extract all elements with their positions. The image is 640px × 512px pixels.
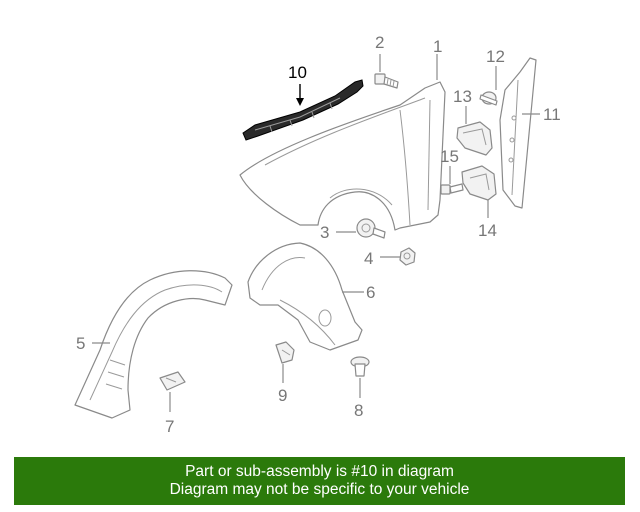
bracket-part-13[interactable]	[456, 121, 493, 156]
callout-8: 8	[354, 401, 363, 420]
banner-line-disclaimer: Diagram may not be specific to your vehi…	[169, 481, 470, 498]
seal-part-11[interactable]	[499, 57, 537, 209]
callout-14: 14	[478, 221, 497, 240]
callout-labels: 1 2 3 4 5 6 7 8 9 10 11 12 13 14 15	[76, 33, 561, 436]
pin-part-8[interactable]	[350, 356, 370, 377]
leader-lines	[92, 54, 540, 412]
bolt-part-15[interactable]	[440, 183, 464, 195]
callout-7: 7	[165, 417, 174, 436]
fender-part-1[interactable]	[239, 81, 446, 231]
callout-3: 3	[320, 223, 329, 242]
callout-1: 1	[433, 37, 442, 56]
callout-13: 13	[453, 87, 472, 106]
nut-part-3[interactable]	[356, 218, 386, 239]
clip-part-7[interactable]	[159, 371, 186, 391]
callout-10: 10	[288, 63, 307, 82]
nut-part-4[interactable]	[399, 247, 416, 266]
pin-part-9[interactable]	[275, 341, 295, 364]
bolt-part-2[interactable]	[374, 73, 399, 89]
arrowhead-10	[296, 98, 304, 106]
callout-6: 6	[366, 283, 375, 302]
callout-9: 9	[278, 386, 287, 405]
callout-5: 5	[76, 334, 85, 353]
callout-4: 4	[364, 249, 373, 268]
fender-bracket-part-10[interactable]	[242, 79, 364, 141]
callout-12: 12	[486, 47, 505, 66]
callout-11: 11	[543, 105, 561, 124]
banner-line-part-info: Part or sub-assembly is #10 in diagram	[185, 463, 454, 480]
callout-15: 15	[440, 147, 459, 166]
bracket-part-14[interactable]	[461, 165, 497, 201]
liner-part-5[interactable]	[74, 270, 233, 419]
clip-part-12[interactable]	[479, 91, 498, 106]
liner-part-6[interactable]	[247, 242, 363, 351]
info-banner: Part or sub-assembly is #10 in diagram D…	[14, 457, 625, 505]
callout-2: 2	[375, 33, 384, 52]
